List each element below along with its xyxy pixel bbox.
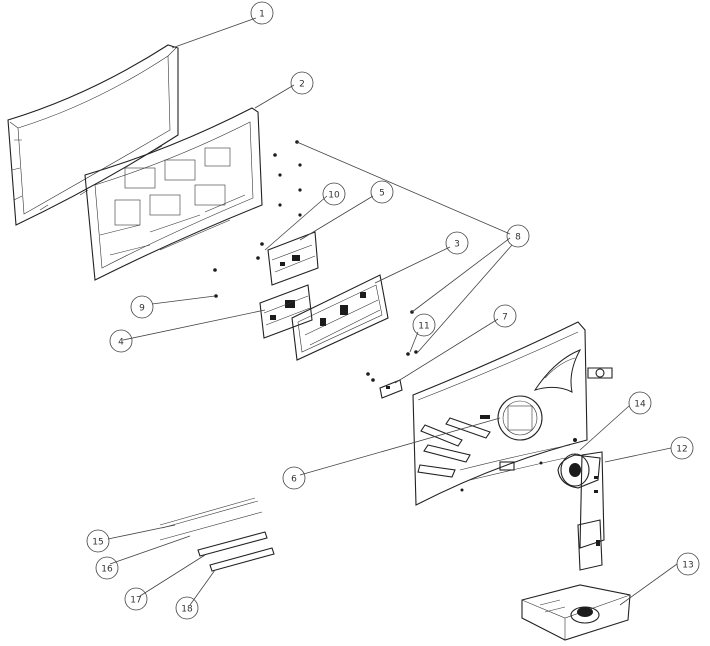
callout-4-label: 4 xyxy=(118,338,124,348)
part-2-middle-frame xyxy=(85,108,262,280)
callout-8: 8 xyxy=(507,225,529,247)
callout-12: 12 xyxy=(671,437,693,459)
callout-5-label: 5 xyxy=(379,189,385,199)
part-12-stand-neck xyxy=(558,368,612,570)
callout-1: 1 xyxy=(251,2,273,24)
callout-14-label: 14 xyxy=(634,400,646,410)
callout-18: 18 xyxy=(176,597,198,619)
callout-5: 5 xyxy=(371,181,393,203)
callout-13: 13 xyxy=(677,553,699,575)
part-13-base xyxy=(522,585,630,640)
callout-2-label: 2 xyxy=(299,80,305,90)
callout-15: 15 xyxy=(87,530,109,552)
callout-14: 14 xyxy=(629,392,651,414)
part-7-key-board xyxy=(380,380,402,398)
callout-8-label: 8 xyxy=(515,233,521,243)
callout-17: 17 xyxy=(125,588,147,610)
callout-6-label: 6 xyxy=(291,475,297,485)
callout-12-label: 12 xyxy=(676,445,687,455)
part-1-front-bezel xyxy=(8,45,178,225)
leader-lines xyxy=(108,18,677,605)
callout-16-label: 16 xyxy=(101,565,113,575)
parts-15-18-accessories xyxy=(160,498,274,571)
callout-10-label: 10 xyxy=(328,191,340,201)
callout-13-label: 13 xyxy=(682,561,693,571)
callout-7-label: 7 xyxy=(502,313,508,323)
callout-6: 6 xyxy=(283,467,305,489)
part-5-small-board xyxy=(268,232,318,285)
callout-16: 16 xyxy=(96,557,118,579)
callout-10: 10 xyxy=(323,183,345,205)
callout-11-label: 11 xyxy=(418,322,429,332)
callout-18-label: 18 xyxy=(181,605,193,615)
callout-3: 3 xyxy=(446,232,468,254)
callout-2: 2 xyxy=(291,72,313,94)
callout-11: 11 xyxy=(413,314,435,336)
callout-1-label: 1 xyxy=(259,10,265,20)
callout-4: 4 xyxy=(110,330,132,352)
callout-17-label: 17 xyxy=(130,596,141,606)
callout-7: 7 xyxy=(494,305,516,327)
callout-3-label: 3 xyxy=(454,240,460,250)
callout-9: 9 xyxy=(131,296,153,318)
callout-9-label: 9 xyxy=(139,304,145,314)
part-3-power-board xyxy=(292,275,388,360)
callout-15-label: 15 xyxy=(92,538,103,548)
